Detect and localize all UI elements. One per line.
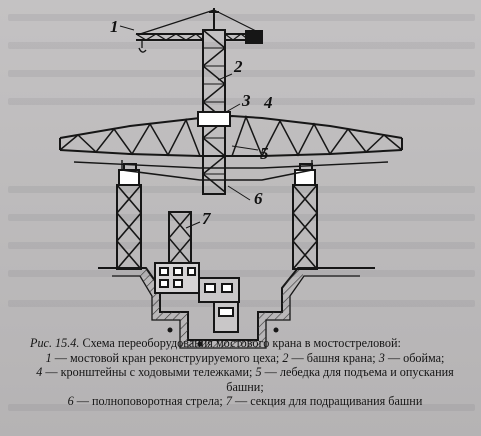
legend-text-5: — лебедка для подъема и опускания башни; xyxy=(226,365,454,394)
bleed-through-line xyxy=(8,70,475,77)
tower-extension-section xyxy=(168,211,192,265)
bleed-through-line xyxy=(8,300,475,307)
bleed-through-line xyxy=(8,14,475,21)
figure-number: Рис. 15.4. xyxy=(30,336,80,350)
bleed-through-line xyxy=(8,186,475,193)
bleed-through-line xyxy=(8,214,475,221)
label-4: 4 xyxy=(264,93,273,112)
caption-legend-line-1: 1 — мостовой кран реконструируемого цеха… xyxy=(30,351,460,366)
bleed-through-line xyxy=(8,404,475,411)
right-support-column xyxy=(291,163,319,270)
legend-num-4: 4 xyxy=(36,365,43,380)
legend-num-6: 6 xyxy=(67,394,74,409)
bleed-through-line xyxy=(8,98,475,105)
legend-text-6: — полноповоротная стрела; xyxy=(73,394,226,409)
bleed-through-line xyxy=(8,42,475,49)
legend-num-1: 1 xyxy=(45,350,52,365)
legend-text-4: — кронштейны с ходовыми тележками; xyxy=(42,365,256,380)
foundation-pit xyxy=(98,267,375,349)
label-2: 2 xyxy=(234,57,243,76)
leader-lines xyxy=(185,73,259,229)
bleed-through-line xyxy=(8,242,475,249)
caption-title: Рис. 15.4. Схема переоборудования мостов… xyxy=(30,336,460,351)
label-7: 7 xyxy=(202,209,211,228)
legend-num-3: 3 xyxy=(378,350,385,365)
label-6: 6 xyxy=(254,189,263,208)
legend-text-3: — обойма; xyxy=(384,350,445,365)
label-5: 5 xyxy=(260,144,269,163)
legend-text-7: — секция для подращивания башни xyxy=(231,394,423,409)
slewing-platform xyxy=(154,262,240,333)
caption-legend-line-2: 4 — кронштейны с ходовыми тележками; 5 —… xyxy=(30,365,460,394)
bleed-through-line xyxy=(8,270,475,277)
legend-num-2: 2 xyxy=(282,350,289,365)
legend-num-7: 7 xyxy=(225,394,232,409)
label-1: 1 xyxy=(110,17,119,36)
legend-text-1: — мостовой кран реконструируемого цеха; xyxy=(51,350,283,365)
crane-tower xyxy=(197,8,231,195)
legend-num-5: 5 xyxy=(255,365,262,380)
bridge-girder xyxy=(59,114,403,181)
caption-legend-line-3: 6 — полноповоротная стрела; 7 — секция д… xyxy=(30,394,460,409)
caption-title-text: Схема переоборудования мостового крана в… xyxy=(82,336,401,350)
figure-caption: Рис. 15.4. Схема переоборудования мостов… xyxy=(30,336,460,409)
legend-text-2: — башня крана; xyxy=(288,350,379,365)
slewing-jib xyxy=(119,9,263,53)
left-support-column xyxy=(115,163,143,270)
label-3: 3 xyxy=(242,91,251,110)
